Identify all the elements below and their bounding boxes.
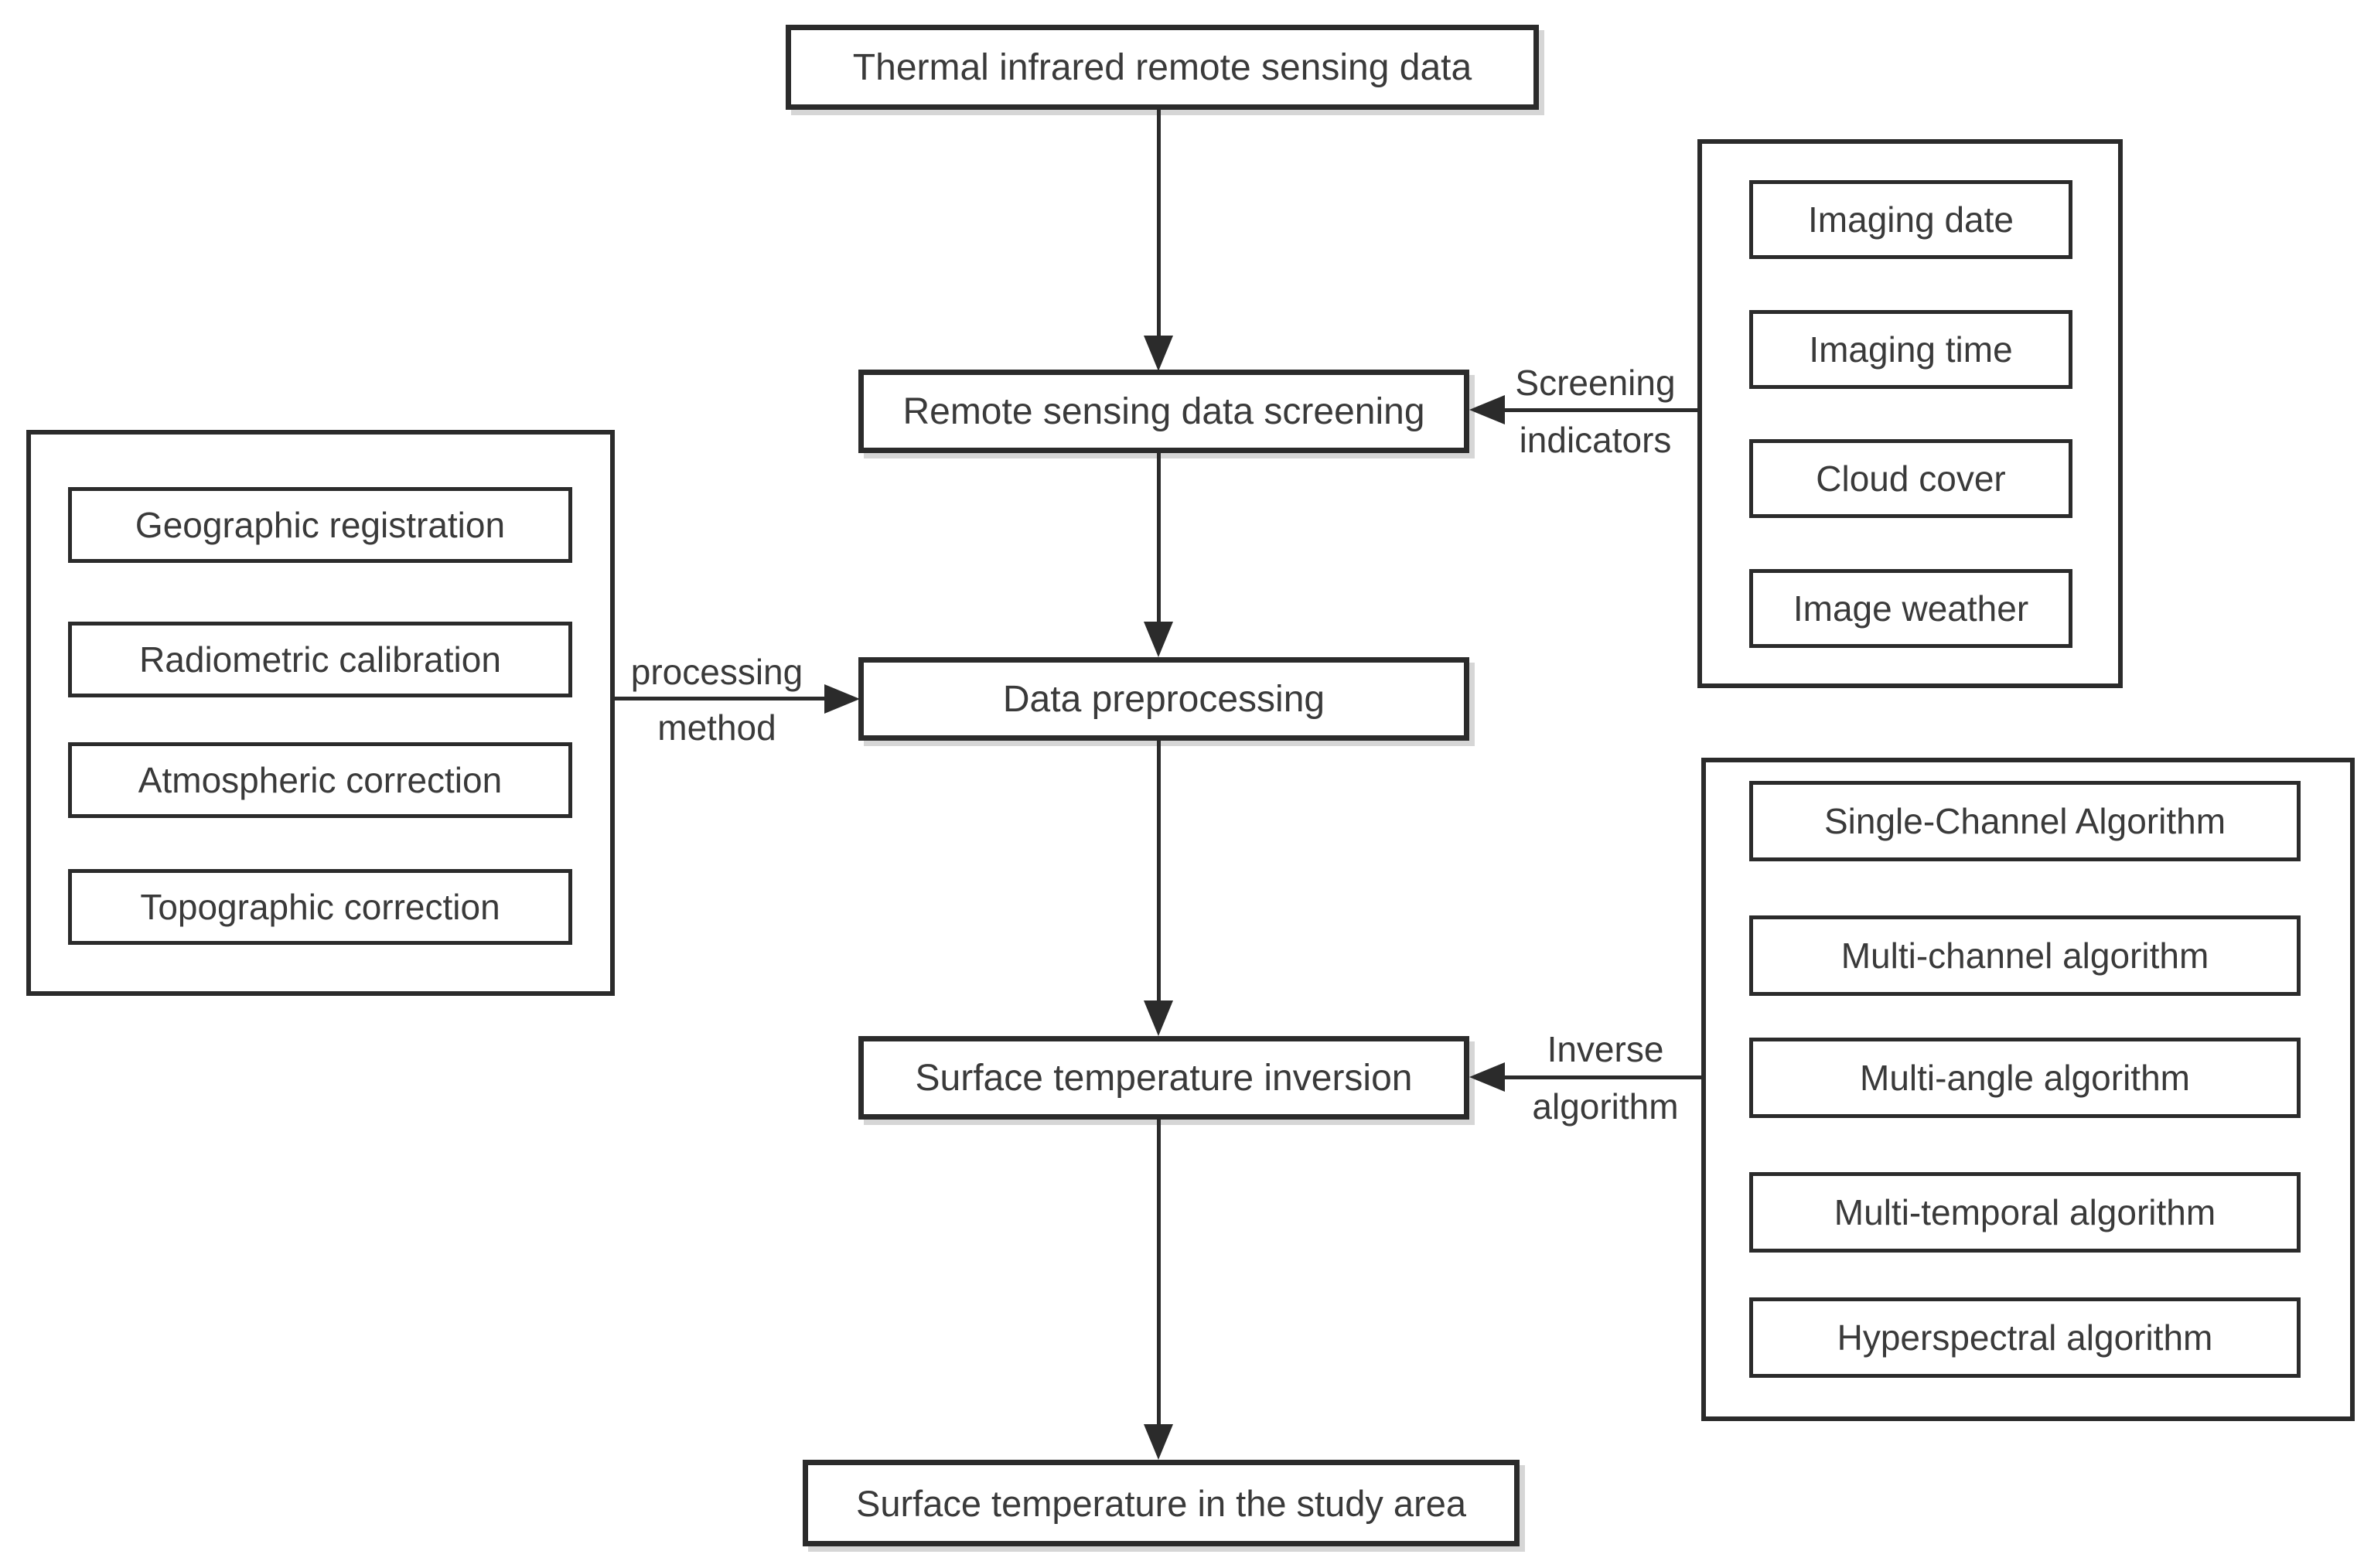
node-data-preprocessing: Data preprocessing: [858, 657, 1469, 741]
edge-label-method: method: [657, 707, 776, 748]
item-topographic-correction: Topographic correction: [68, 869, 572, 945]
item-geographic-registration: Geographic registration: [68, 487, 572, 563]
panel-preprocessing-methods: Geographic registration Radiometric cali…: [26, 430, 615, 996]
arrowhead-left-bottom-icon: [1469, 1062, 1505, 1092]
connector-algorithms-to-inversion: [1503, 1075, 1701, 1079]
connector-inversion-to-result: [1157, 1120, 1161, 1424]
item-hyperspectral-algorithm: Hyperspectral algorithm: [1749, 1297, 2301, 1378]
connector-indicators-to-screening: [1503, 408, 1697, 412]
item-imaging-time: Imaging time: [1749, 310, 2072, 389]
item-single-channel-algorithm: Single-Channel Algorithm: [1749, 781, 2301, 861]
edge-label-screening: Screening: [1515, 363, 1676, 403]
arrowhead-down-2-icon: [1144, 622, 1173, 657]
connector-methods-to-preprocessing: [613, 697, 824, 700]
node-temperature-inversion: Surface temperature inversion: [858, 1036, 1469, 1120]
arrowhead-left-top-icon: [1469, 395, 1505, 424]
connector-preprocessing-to-inversion: [1157, 741, 1161, 1000]
arrowhead-down-1-icon: [1144, 336, 1173, 371]
edge-label-algorithm: algorithm: [1532, 1086, 1679, 1127]
panel-inversion-algorithms: Single-Channel Algorithm Multi-channel a…: [1701, 758, 2355, 1421]
item-image-weather: Image weather: [1749, 569, 2072, 648]
arrowhead-down-3-icon: [1144, 1000, 1173, 1036]
item-radiometric-calibration: Radiometric calibration: [68, 622, 572, 697]
item-multi-angle-algorithm: Multi-angle algorithm: [1749, 1038, 2301, 1118]
arrowhead-down-4-icon: [1144, 1424, 1173, 1460]
item-cloud-cover: Cloud cover: [1749, 439, 2072, 518]
edge-label-processing: processing: [630, 652, 803, 692]
item-atmospheric-correction: Atmospheric correction: [68, 742, 572, 818]
connector-thermal-to-screening: [1157, 110, 1161, 336]
arrowhead-right-icon: [824, 684, 860, 714]
edge-label-indicators: indicators: [1519, 420, 1672, 460]
node-data-screening: Remote sensing data screening: [858, 370, 1469, 453]
edge-label-inverse: Inverse: [1547, 1029, 1664, 1069]
node-result-surface-temperature: Surface temperature in the study area: [803, 1460, 1520, 1546]
item-multi-temporal-algorithm: Multi-temporal algorithm: [1749, 1172, 2301, 1253]
panel-screening-indicators: Imaging date Imaging time Cloud cover Im…: [1697, 139, 2123, 688]
item-multi-channel-algorithm: Multi-channel algorithm: [1749, 915, 2301, 996]
item-imaging-date: Imaging date: [1749, 180, 2072, 259]
connector-screening-to-preprocessing: [1157, 453, 1161, 622]
node-thermal-infrared-data: Thermal infrared remote sensing data: [786, 25, 1539, 110]
